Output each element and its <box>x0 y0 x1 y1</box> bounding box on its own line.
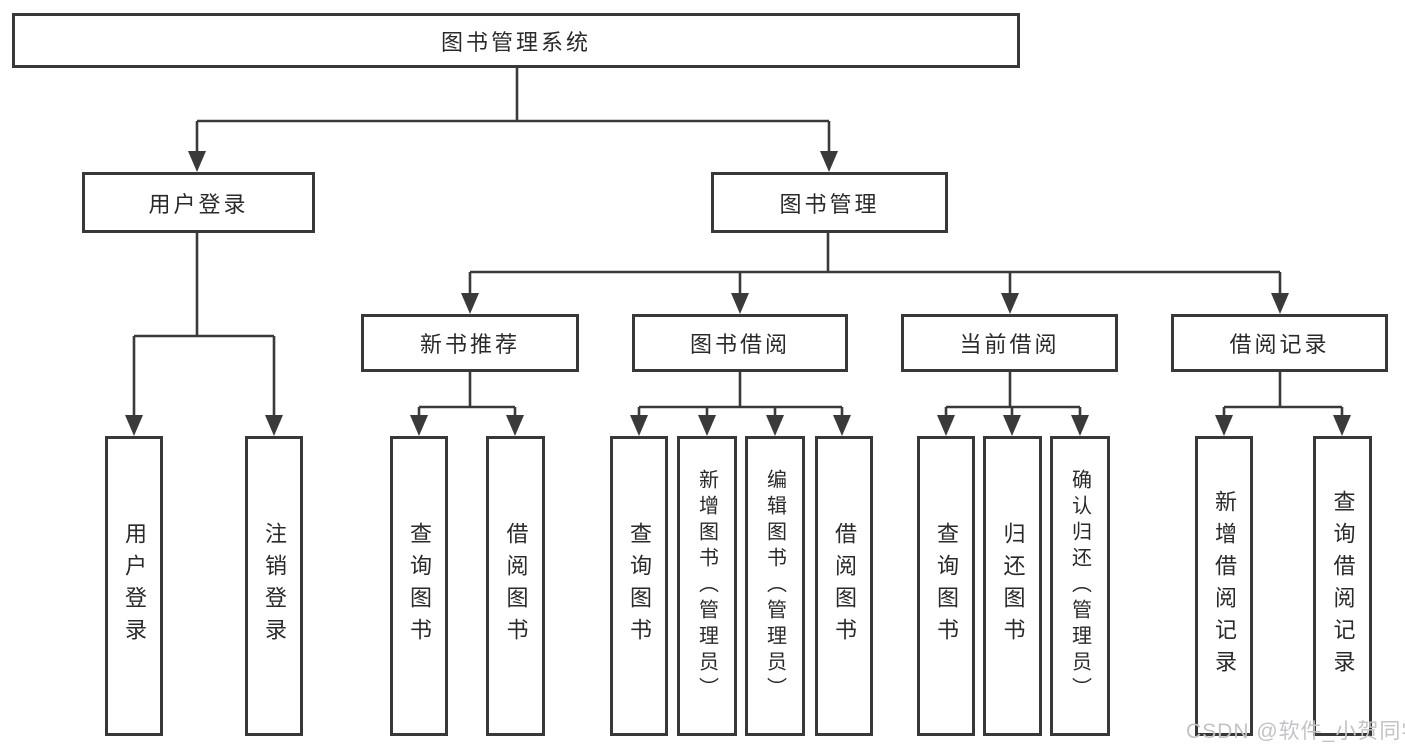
leaf-query-books-current: 查询图书 <box>917 436 975 736</box>
connector-root-to-level2 <box>188 68 838 172</box>
connector-borrow-records-to-leaves <box>1215 372 1351 436</box>
node-borrow-records: 借阅记录 <box>1171 314 1388 372</box>
leaf-query-books-recommend: 查询图书 <box>390 436 448 736</box>
leaf-return-books: 归还图书 <box>983 436 1042 736</box>
connector-user-login-to-leaves <box>125 233 283 436</box>
leaf-user-login: 用户登录 <box>105 436 163 736</box>
connector-current-borrow-to-leaves <box>937 372 1089 436</box>
leaf-borrow-books-recommend: 借阅图书 <box>486 436 545 736</box>
node-current-borrow: 当前借阅 <box>901 314 1118 372</box>
node-new-book-recommend: 新书推荐 <box>361 314 579 372</box>
leaf-add-books-admin: 新增图书（管理员） <box>677 436 737 736</box>
connector-book-management-to-level3 <box>461 233 1289 314</box>
csdn-watermark: CSDN @软件_小贺同学 <box>1186 720 1405 743</box>
leaf-confirm-return-admin: 确认归还（管理员） <box>1050 436 1110 736</box>
connector-new-book-recommend-to-leaves <box>410 372 524 436</box>
leaf-logout: 注销登录 <box>245 436 303 736</box>
node-user-login: 用户登录 <box>82 172 315 233</box>
connector-book-borrow-to-leaves <box>630 372 851 436</box>
leaf-add-borrow-record: 新增借阅记录 <box>1195 436 1253 736</box>
leaf-edit-books-admin: 编辑图书（管理员） <box>745 436 805 736</box>
node-root-library-management-system: 图书管理系统 <box>12 13 1020 68</box>
leaf-query-books-borrow: 查询图书 <box>610 436 668 736</box>
node-book-management: 图书管理 <box>711 172 948 233</box>
node-book-borrow: 图书借阅 <box>632 314 848 372</box>
leaf-query-borrow-record: 查询借阅记录 <box>1313 436 1372 736</box>
leaf-borrow-books-borrow: 借阅图书 <box>815 436 873 736</box>
